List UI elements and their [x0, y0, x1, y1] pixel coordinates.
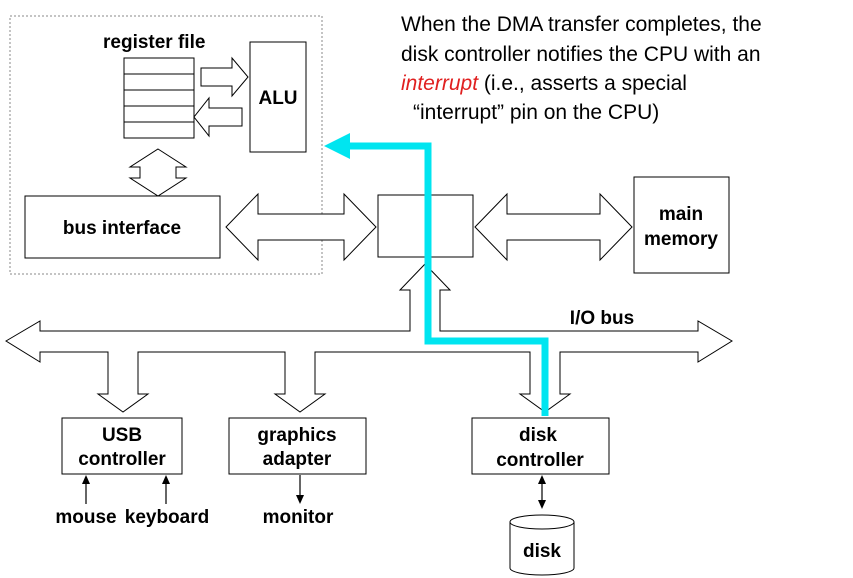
- io-bus-arrow: [5, 263, 733, 413]
- cpu-boundary: [9, 15, 323, 275]
- usb-controller-line2: controller: [78, 449, 166, 470]
- register-file-label: register file: [103, 32, 205, 53]
- bus-interface-label: bus interface: [63, 218, 181, 239]
- interrupt-note: When the DMA transfer completes, the dis…: [401, 13, 762, 124]
- mouse-label: mouse: [55, 507, 116, 528]
- usb-controller-box: [61, 417, 183, 475]
- graphics-adapter-line1: graphics: [257, 425, 336, 446]
- disk-arrow: [538, 475, 546, 509]
- note-line3: interrupt (i.e., asserts a special: [401, 72, 687, 95]
- keyboard-arrow: [162, 475, 170, 504]
- disk-controller-line1: disk: [519, 425, 557, 446]
- register-bus-interface-arrow: [128, 148, 188, 197]
- disk-cylinder: [509, 514, 575, 576]
- disk-controller-box: [471, 417, 610, 475]
- usb-controller-line1: USB: [102, 425, 142, 446]
- note-line3-rest: (i.e., asserts a special: [478, 72, 687, 95]
- main-memory-box: [633, 176, 730, 274]
- register-file: [123, 57, 195, 139]
- note-line4: “interrupt” pin on the CPU): [413, 101, 659, 124]
- main-memory-line2: memory: [644, 229, 718, 250]
- keyboard-label: keyboard: [125, 507, 209, 528]
- note-line1: When the DMA transfer completes, the: [401, 13, 762, 36]
- graphics-adapter-box: [228, 417, 367, 475]
- io-bus-label: I/O bus: [570, 308, 634, 329]
- main-memory-line1: main: [659, 204, 703, 225]
- note-interrupt-emphasis: interrupt: [401, 72, 479, 95]
- bus-interface-box: [24, 195, 221, 259]
- memory-bus-arrow: [474, 192, 633, 262]
- graphics-adapter-line2: adapter: [263, 449, 332, 470]
- register-to-alu-arrow: [200, 56, 249, 98]
- interrupt-path: [346, 142, 549, 416]
- alu-to-register-arrow: [193, 96, 243, 138]
- system-bus-arrow: [225, 192, 377, 262]
- monitor-label: monitor: [263, 507, 334, 528]
- mouse-arrow: [82, 475, 90, 504]
- alu-label: ALU: [258, 88, 297, 109]
- note-line2: disk controller notifies the CPU with an: [401, 43, 761, 66]
- disk-label: disk: [523, 541, 561, 562]
- disk-controller-line2: controller: [496, 450, 584, 471]
- interrupt-arrowhead: [324, 133, 350, 159]
- alu-box: [249, 41, 307, 153]
- monitor-arrow: [296, 475, 304, 504]
